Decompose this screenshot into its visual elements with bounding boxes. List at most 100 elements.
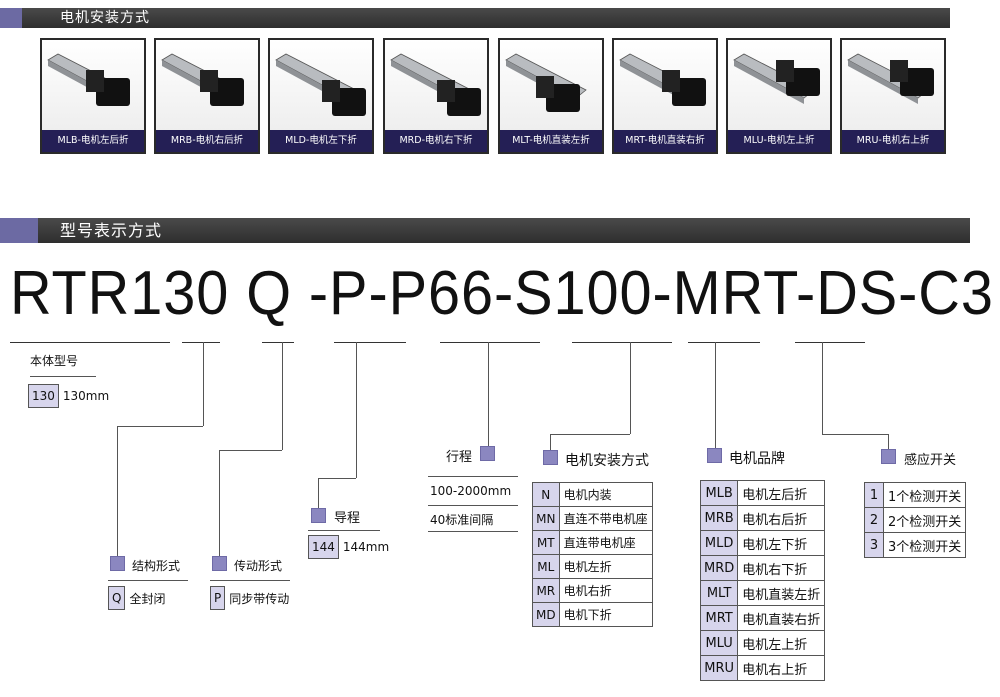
body-type-table: 130 130mm — [28, 384, 113, 408]
actuator-illustration — [270, 40, 372, 132]
underline-motor-brand — [688, 342, 760, 343]
option-code: MLU — [699, 630, 739, 656]
transmission-title: 传动形式 — [234, 559, 283, 573]
option-desc: 电机下折 — [558, 602, 653, 627]
mounting-tile-label: MRD-电机右下折 — [385, 130, 487, 152]
transmission-marker — [212, 556, 227, 571]
motor-mount-title: 电机安装方式 — [565, 453, 649, 469]
option-desc: 电机左后折 — [737, 480, 826, 506]
actuator-illustration — [156, 40, 258, 132]
option-code: MRB — [699, 505, 739, 531]
connector — [550, 434, 551, 450]
option-code: 144 — [308, 535, 339, 559]
structure-rule — [108, 580, 188, 581]
connector — [219, 450, 282, 451]
mounting-tile-label: MLD-电机左下折 — [270, 130, 372, 152]
mounting-tile: MLB-电机左后折 — [40, 38, 146, 154]
mounting-tile-label: MLB-电机左后折 — [42, 130, 144, 152]
option-desc: 直连不带电机座 — [558, 506, 653, 531]
option-desc: 同步带传动 — [229, 591, 290, 606]
option-code: ML — [532, 554, 560, 579]
mounting-section-title: 电机安装方式 — [60, 10, 150, 26]
option-code: MN — [532, 506, 560, 531]
option-code: MLT — [699, 580, 739, 606]
option-desc: 电机直装右折 — [737, 605, 826, 631]
mounting-tile: MRD-电机右下折 — [383, 38, 489, 154]
option-desc: 电机左折 — [558, 554, 653, 579]
actuator-illustration — [500, 40, 602, 132]
option-code: MRT — [699, 605, 739, 631]
model-code: RTR130 Q -P-P66-S100-MRT-DS-C3 — [10, 259, 994, 328]
underline-transmission — [262, 342, 294, 343]
option-code: Q — [107, 586, 126, 610]
connector — [715, 342, 716, 450]
option-code: MR — [532, 578, 560, 603]
lead-marker — [311, 508, 326, 523]
stroke-rule — [428, 531, 518, 532]
structure-marker — [110, 556, 125, 571]
header-accent — [0, 8, 22, 28]
mounting-tile-label: MLT-电机直装左折 — [500, 130, 602, 152]
actuator-icon — [505, 53, 587, 112]
body-type-title: 本体型号 — [30, 354, 79, 368]
underline-motor-mount — [572, 342, 672, 343]
actuator-icon — [47, 53, 130, 106]
connector — [550, 434, 630, 435]
actuator-icon — [733, 53, 820, 104]
body-type-rule — [30, 376, 96, 377]
actuator-illustration — [614, 40, 716, 132]
option-desc: 144mm — [342, 540, 390, 554]
table-row: Q 全封闭 — [107, 586, 170, 610]
actuator-illustration — [728, 40, 830, 132]
actuator-icon — [847, 53, 934, 104]
option-code: MRD — [699, 555, 739, 581]
mounting-tile-label: MRT-电机直装右折 — [614, 130, 716, 152]
actuator-icon — [161, 53, 244, 106]
connector — [630, 342, 631, 434]
stroke-rule — [428, 505, 518, 506]
motor-brand-title: 电机品牌 — [729, 451, 785, 467]
mounting-tile: MRB-电机右后折 — [154, 38, 260, 154]
model-section-header: 型号表示方式 — [0, 218, 970, 243]
option-code: 2 — [864, 507, 884, 533]
stroke-rule — [428, 476, 518, 477]
actuator-icon — [390, 53, 481, 116]
underline-stroke — [440, 342, 540, 343]
connector — [117, 426, 203, 427]
connector — [822, 342, 823, 434]
underline-lead — [334, 342, 406, 343]
option-desc: 电机内装 — [558, 482, 653, 507]
structure-title: 结构形式 — [132, 559, 181, 573]
option-code: MRU — [699, 655, 739, 681]
table-row: 144 144mm — [308, 535, 394, 559]
mounting-section-header: 电机安装方式 — [0, 8, 950, 28]
connector — [488, 342, 489, 446]
connector — [356, 342, 357, 478]
option-desc: 电机右后折 — [737, 505, 826, 531]
option-code: N — [532, 482, 560, 507]
option-code: MT — [532, 530, 560, 555]
option-desc: 电机右下折 — [737, 555, 826, 581]
connector — [318, 478, 356, 479]
option-desc: 电机右折 — [558, 578, 653, 603]
table-row: 130 130mm — [28, 384, 114, 408]
option-desc: 直连带电机座 — [558, 530, 653, 555]
stroke-marker — [480, 446, 495, 461]
connector — [282, 342, 283, 450]
option-code: MLB — [699, 480, 739, 506]
